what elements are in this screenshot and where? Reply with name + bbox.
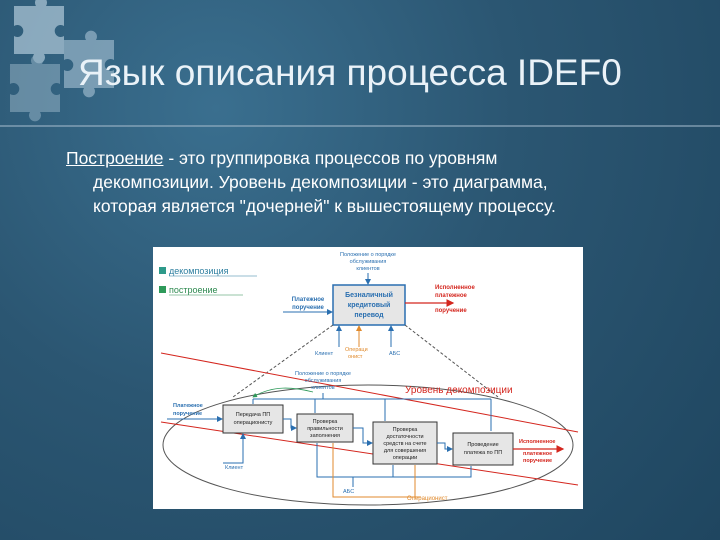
top-control-label-1: Положение о порядке [340, 252, 396, 258]
bottom-box2-label-3: заполнения [310, 433, 340, 439]
bottom-box-4 [452, 432, 514, 466]
top-control-label-2: обслуживания [350, 259, 387, 265]
flow-1-2 [283, 418, 297, 431]
bottom-box3-label-3: средств на счете [383, 441, 426, 447]
slide-body: Построение - это группировка процессов п… [66, 146, 686, 218]
top-output-label-1: Исполненное [435, 285, 475, 291]
bottom-box3-label-5: операции [393, 455, 418, 461]
idef0-diagram-svg: декомпозиция построение Положение о поря… [159, 252, 579, 506]
bottom-box4-label-1: Проведение [467, 442, 498, 448]
legend-construction: построение [169, 285, 218, 295]
bottom-mech-operator: Операционист [407, 496, 448, 502]
bottom-mech-operator-arrows [332, 443, 421, 498]
puzzle-decoration-icon [10, 0, 114, 122]
bottom-mech-abs-arrows [316, 443, 472, 487]
bottom-box1-label-1: Передача ПП [236, 412, 271, 418]
bottom-control-label-3: клиентов [311, 385, 334, 391]
bottom-control-arrows [252, 393, 492, 431]
body-line2: декомпозиции. Уровень декомпозиции - это… [93, 172, 548, 192]
bottom-output-label-3: поручение [523, 458, 552, 464]
legend-construction-swatch [159, 286, 166, 293]
bottom-box1-label-2: операционисту [234, 420, 273, 426]
top-mech-client: Клиент [315, 351, 334, 357]
top-mech-operator-1: Операци [345, 347, 368, 353]
bottom-box3-label-4: для совершения [384, 448, 426, 454]
idef0-diagram: декомпозиция построение Положение о поря… [153, 247, 583, 509]
level-label: Уровень декомпозиции [405, 385, 513, 396]
top-mech-operator-2: онист [348, 354, 363, 360]
bottom-box2-label-2: правильности [307, 426, 343, 432]
bottom-mech-abs: АБС [343, 489, 354, 495]
bottom-input-label-1: Платежное [173, 403, 203, 409]
bottom-box4-label-2: платежа по ПП [464, 450, 502, 456]
title-divider [0, 125, 720, 127]
bottom-box3-label-1: Проверка [393, 427, 419, 433]
bottom-box-3 [372, 421, 438, 465]
decomp-line-left [232, 324, 334, 398]
top-output-label-3: поручение [435, 308, 467, 314]
legend-decomposition: декомпозиция [169, 266, 229, 276]
bottom-output-label-1: Исполненное [519, 439, 556, 445]
body-term: Построение [66, 148, 164, 168]
slide-title: Язык описания процесса IDEF0 [78, 52, 622, 93]
top-input-label-2: поручение [292, 305, 324, 311]
top-output-label-2: платежное [435, 293, 468, 299]
bottom-input-label-2: поручение [173, 411, 202, 417]
flow-3-4 [437, 442, 453, 452]
top-input-label-1: Платежное [292, 297, 325, 303]
top-box-label-1: Безналичный [345, 291, 393, 299]
bottom-mech-client: Клиент [225, 465, 244, 471]
top-process-box [332, 284, 406, 326]
bottom-control-label-2: обслуживания [305, 378, 342, 384]
bottom-box3-label-2: достаточности [386, 434, 423, 440]
decomp-ellipse [162, 384, 574, 506]
bottom-output-label-2: платежное [523, 451, 552, 457]
top-box-label-3: перевод [354, 312, 384, 319]
bottom-control-label-1: Положение о порядке [295, 371, 351, 377]
body-line3: которая является "дочерней" к вышестояще… [93, 196, 556, 216]
bottom-box2-label-1: Проверка [313, 419, 339, 425]
body-line1: - это группировка процессов по уровням [163, 148, 498, 168]
level-line-top [160, 352, 579, 433]
top-box-label-2: кредитовый [348, 301, 391, 309]
flow-2-3 [353, 427, 373, 446]
legend-decomposition-swatch [159, 267, 166, 274]
bottom-box-2 [296, 413, 354, 443]
bottom-box-1 [222, 404, 284, 434]
bottom-mech-client-arrow [223, 433, 246, 464]
construction-arrow [252, 387, 314, 398]
top-mech-abs: АБС [389, 351, 400, 357]
top-control-label-3: клиентов [356, 266, 379, 272]
